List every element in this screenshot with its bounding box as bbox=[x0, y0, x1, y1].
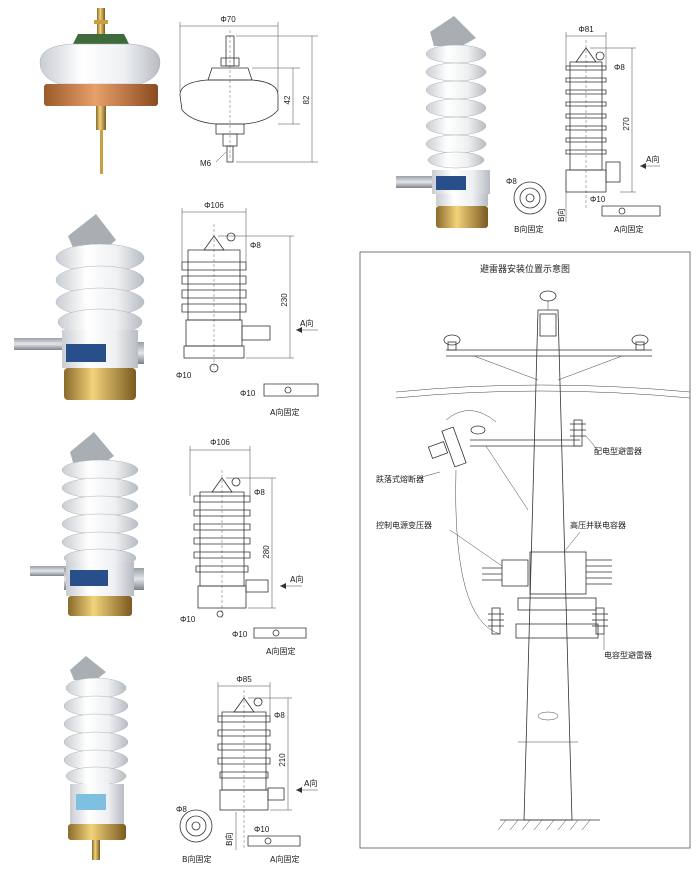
label-hv-capacitor: 高压并联电容器 bbox=[570, 520, 626, 530]
p4-dir-b: B向 bbox=[224, 833, 234, 847]
p5-hole-a-dim: Φ10 bbox=[590, 195, 606, 204]
product-2-drawing: Φ106 Φ8 230 A向 Φ10 Φ10 A向固定 bbox=[176, 201, 319, 417]
p5-dir-b: B向 bbox=[556, 209, 566, 223]
p4-hole-a-dim: Φ10 bbox=[254, 825, 270, 834]
product-4-photo bbox=[63, 656, 129, 860]
p5-width-dim: Φ81 bbox=[578, 25, 594, 34]
p4-fix-a: A向固定 bbox=[270, 854, 299, 864]
p4-top-dim: Φ8 bbox=[274, 711, 285, 720]
p2-fix-a: A向固定 bbox=[270, 407, 299, 417]
install-frame bbox=[359, 251, 691, 849]
product-1-photo bbox=[39, 8, 161, 174]
p5-height-dim: 270 bbox=[622, 117, 631, 131]
p3-height-dim: 280 bbox=[262, 545, 271, 559]
p2-hole2-dim: Φ10 bbox=[240, 389, 256, 398]
p4-fix-b: B向固定 bbox=[182, 854, 212, 864]
p5-fix-a: A向固定 bbox=[614, 224, 643, 234]
p5-dir-a: A向 bbox=[646, 154, 659, 164]
product-5-drawing: Φ81 Φ8 270 A向 Φ8 B向固定 B向 Φ10 A向固定 bbox=[506, 25, 661, 234]
label-drop-fuse: 跌落式熔断器 bbox=[376, 474, 424, 484]
install-diagram: 配电型避雷器 跌落式熔断器 控制电源变压器 高压并联电容器 bbox=[376, 290, 691, 831]
p3-hole2-dim: Φ10 bbox=[232, 630, 248, 639]
product-4-drawing: Φ85 Φ8 210 A向 Φ8 B向固定 B向 Φ10 A向固定 bbox=[176, 675, 318, 864]
p4-hole-b-dim: Φ8 bbox=[176, 805, 187, 814]
p1-h1-dim: 42 bbox=[283, 95, 292, 104]
p4-height-dim: 210 bbox=[278, 753, 287, 767]
p3-fix-a: A向固定 bbox=[266, 646, 295, 656]
p3-width-dim: Φ106 bbox=[210, 438, 230, 447]
p1-h2-dim: 82 bbox=[302, 95, 311, 104]
p5-fix-b: B向固定 bbox=[514, 224, 544, 234]
p4-width-dim: Φ85 bbox=[236, 675, 252, 684]
label-capacitor-arrester: 电容型避雷器 bbox=[604, 650, 652, 660]
install-title: 避雷器安装位置示意图 bbox=[480, 263, 570, 275]
p3-dir-a: A向 bbox=[290, 574, 303, 584]
product-3-photo bbox=[30, 432, 144, 616]
p5-top-dim: Φ8 bbox=[614, 63, 625, 72]
p2-width-dim: Φ106 bbox=[204, 201, 224, 210]
p4-dir-a: A向 bbox=[304, 778, 317, 788]
p1-width-dim: Φ70 bbox=[220, 15, 236, 24]
p5-hole-b-dim: Φ8 bbox=[506, 177, 517, 186]
product-2-photo bbox=[14, 214, 145, 400]
p1-thread-dim: M6 bbox=[200, 159, 212, 168]
product-3-drawing: Φ106 Φ8 280 A向 Φ10 Φ10 A向固定 bbox=[180, 438, 307, 656]
p2-dir-a: A向 bbox=[300, 318, 313, 328]
p3-top-dim: Φ8 bbox=[254, 488, 265, 497]
p2-height-dim: 230 bbox=[280, 293, 289, 307]
product-1-drawing: Φ70 42 82 M6 bbox=[179, 15, 318, 168]
p2-top-dim: Φ8 bbox=[250, 241, 261, 250]
p2-hole1-dim: Φ10 bbox=[176, 371, 192, 380]
label-distribution-arrester: 配电型避雷器 bbox=[594, 446, 642, 456]
product-5-photo bbox=[396, 16, 490, 228]
label-control-transformer: 控制电源变压器 bbox=[376, 520, 432, 530]
p3-hole1-dim: Φ10 bbox=[180, 615, 196, 624]
